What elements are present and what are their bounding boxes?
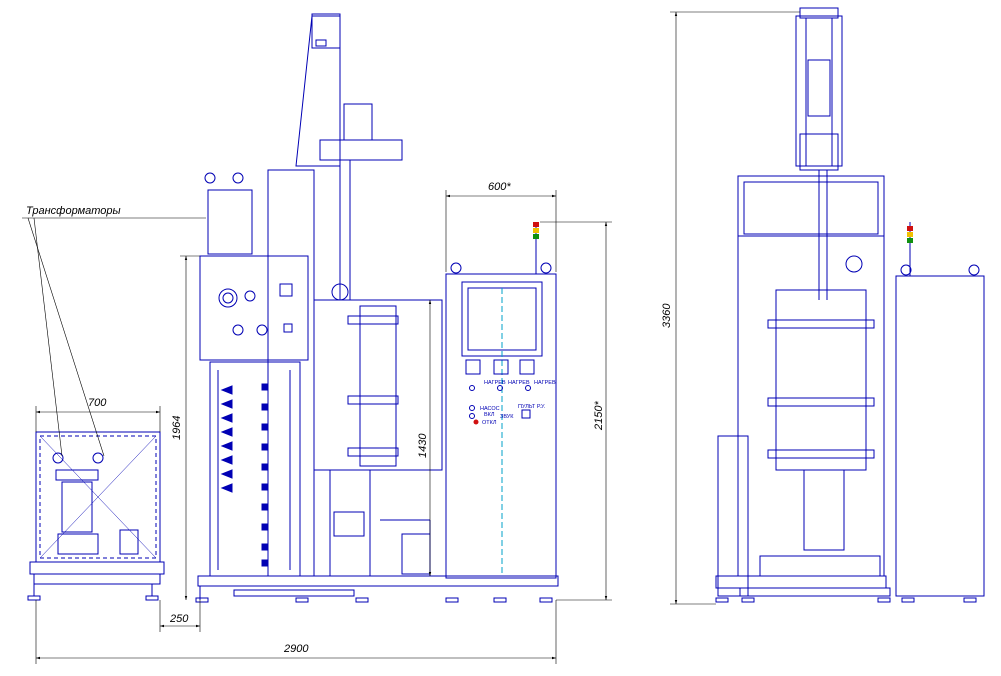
heat-label-1: НАГРЕВ [484, 380, 506, 386]
dim-600: 600* [488, 181, 511, 193]
dim-700: 700 [88, 397, 107, 409]
pump-label: НАСОС [480, 406, 500, 412]
off-label: ОТКЛ [482, 420, 497, 426]
transformers-label: Трансформаторы [26, 205, 121, 217]
side-view [715, 7, 985, 603]
sound-label: ЗВУК [500, 414, 514, 420]
side-signal-tower-icon [907, 226, 913, 243]
on-label: ВКЛ [484, 412, 495, 418]
dim-250: 250 [169, 613, 189, 625]
transformer-cabinet [27, 431, 165, 601]
valve-array [220, 383, 269, 567]
control-panel-cabinet [445, 222, 557, 579]
remote-label: ПУЛЬТ Р.У. [518, 404, 546, 410]
front-view-frame [195, 13, 559, 603]
heat-label-2: НАГРЕВ [508, 380, 530, 386]
dim-1430: 1430 [417, 433, 429, 458]
stop-indicator-icon [473, 419, 479, 425]
dimension-lines [22, 11, 800, 664]
dim-3360: 3360 [661, 303, 673, 328]
dim-1964: 1964 [171, 416, 183, 440]
signal-tower-icon [533, 222, 539, 239]
heat-label-3: НАГРЕВ [534, 380, 556, 386]
dim-2150: 2150* [593, 401, 605, 431]
dim-2900: 2900 [283, 643, 309, 655]
